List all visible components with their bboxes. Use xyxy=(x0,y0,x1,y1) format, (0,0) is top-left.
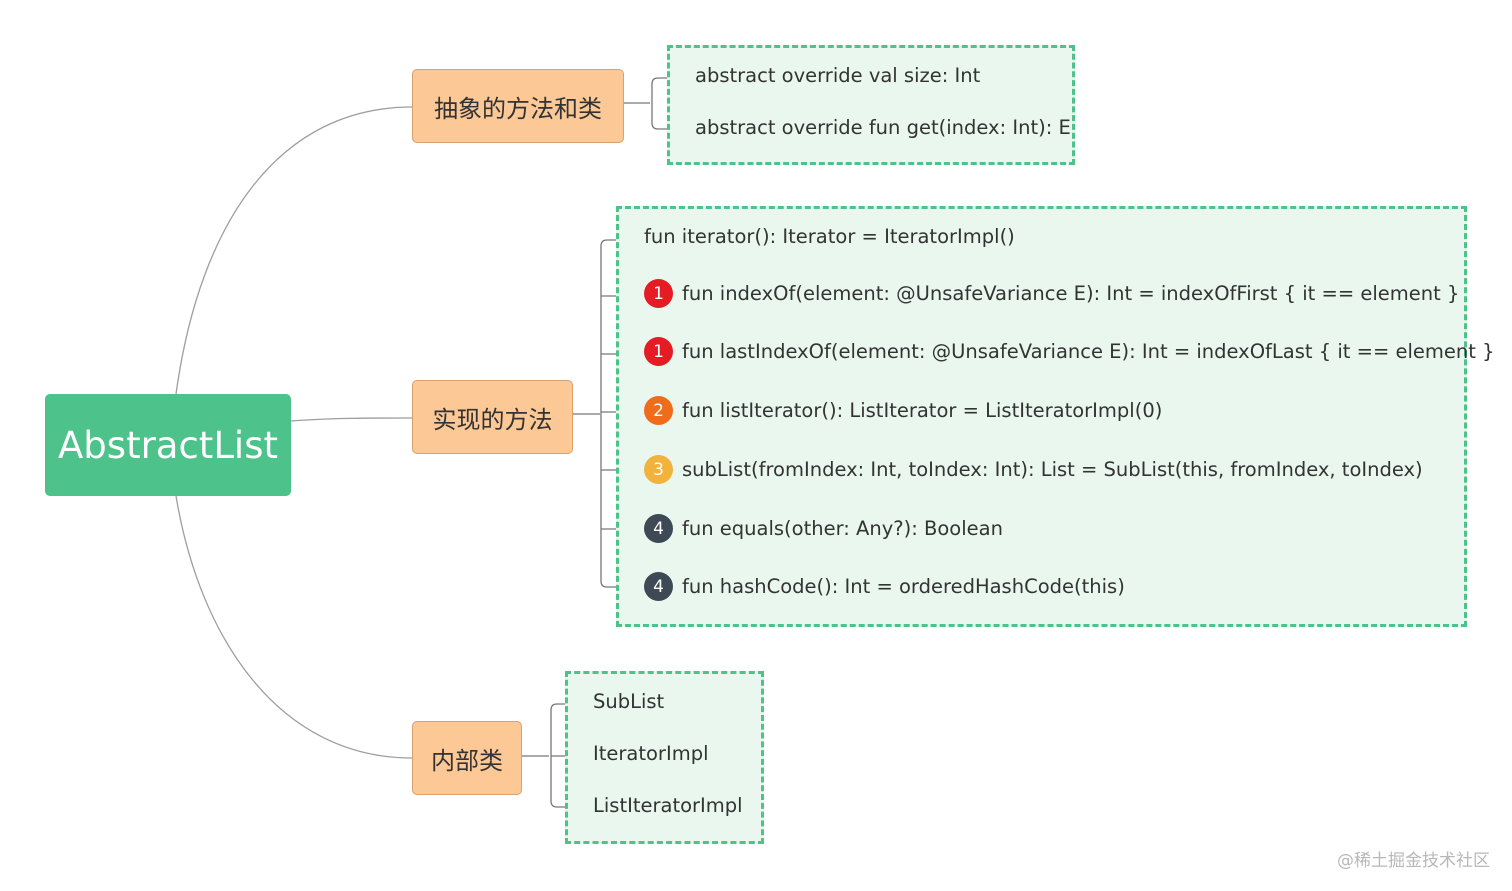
leaf-item[interactable]: 4 fun hashCode(): Int = orderedHashCode(… xyxy=(644,572,1125,601)
leaf-text: SubList xyxy=(593,690,665,713)
leaf-text: fun indexOf(element: @UnsafeVariance E):… xyxy=(682,281,1460,305)
connector-root-inner xyxy=(175,495,413,759)
leaf-text: fun hashCode(): Int = orderedHashCode(th… xyxy=(682,574,1125,598)
watermark: @稀土掘金技术社区 xyxy=(1337,851,1490,871)
leaf-text: IteratorImpl xyxy=(593,742,709,765)
leaf-text: fun listIterator(): ListIterator = ListI… xyxy=(682,398,1163,422)
leaf-text: fun iterator(): Iterator = IteratorImpl(… xyxy=(644,225,1015,248)
priority-badge: 4 xyxy=(644,572,673,601)
leaf-item[interactable]: 3 subList(fromIndex: Int, toIndex: Int):… xyxy=(644,455,1423,484)
leaf-item[interactable]: fun iterator(): Iterator = IteratorImpl(… xyxy=(644,224,1015,250)
connector-root-implemented xyxy=(290,417,413,422)
priority-badge: 1 xyxy=(644,279,673,308)
leaf-text: fun equals(other: Any?): Boolean xyxy=(682,516,1003,540)
bracket-implemented xyxy=(573,239,630,588)
root-node-abstractlist[interactable]: AbstractList xyxy=(45,394,291,496)
group-implemented-methods xyxy=(616,206,1467,627)
leaf-item[interactable]: 1 fun lastIndexOf(element: @UnsafeVarian… xyxy=(644,337,1495,366)
branch-label: 实现的方法 xyxy=(432,405,553,434)
group-abstract-methods xyxy=(667,45,1075,165)
leaf-item[interactable]: 1 fun indexOf(element: @UnsafeVariance E… xyxy=(644,279,1459,308)
branch-implemented-methods[interactable]: 实现的方法 xyxy=(412,380,573,454)
branch-label: 内部类 xyxy=(431,746,503,775)
priority-badge: 3 xyxy=(644,455,673,484)
leaf-text: subList(fromIndex: Int, toIndex: Int): L… xyxy=(682,457,1423,481)
leaf-item[interactable]: abstract override val size: Int xyxy=(695,63,980,89)
priority-badge: 4 xyxy=(644,514,673,543)
leaf-item[interactable]: 4 fun equals(other: Any?): Boolean xyxy=(644,514,1003,543)
root-label: AbstractList xyxy=(58,423,278,467)
connector-root-abstract xyxy=(175,106,413,395)
priority-badge: 1 xyxy=(644,337,673,366)
leaf-text: ListIteratorImpl xyxy=(593,794,743,817)
priority-badge: 2 xyxy=(644,396,673,425)
leaf-item[interactable]: IteratorImpl xyxy=(593,741,709,767)
leaf-item[interactable]: SubList xyxy=(593,689,664,715)
branch-label: 抽象的方法和类 xyxy=(434,94,602,123)
leaf-item[interactable]: abstract override fun get(index: Int): E xyxy=(695,115,1071,141)
group-inner-classes xyxy=(565,671,764,844)
branch-abstract-methods[interactable]: 抽象的方法和类 xyxy=(412,69,624,143)
leaf-item[interactable]: ListIteratorImpl xyxy=(593,793,743,819)
leaf-text: fun lastIndexOf(element: @UnsafeVariance… xyxy=(682,339,1495,363)
leaf-text: abstract override fun get(index: Int): E xyxy=(695,116,1071,139)
leaf-item[interactable]: 2 fun listIterator(): ListIterator = Lis… xyxy=(644,396,1162,425)
leaf-text: abstract override val size: Int xyxy=(695,64,981,87)
branch-inner-classes[interactable]: 内部类 xyxy=(412,721,522,795)
bracket-abstract xyxy=(624,77,681,130)
